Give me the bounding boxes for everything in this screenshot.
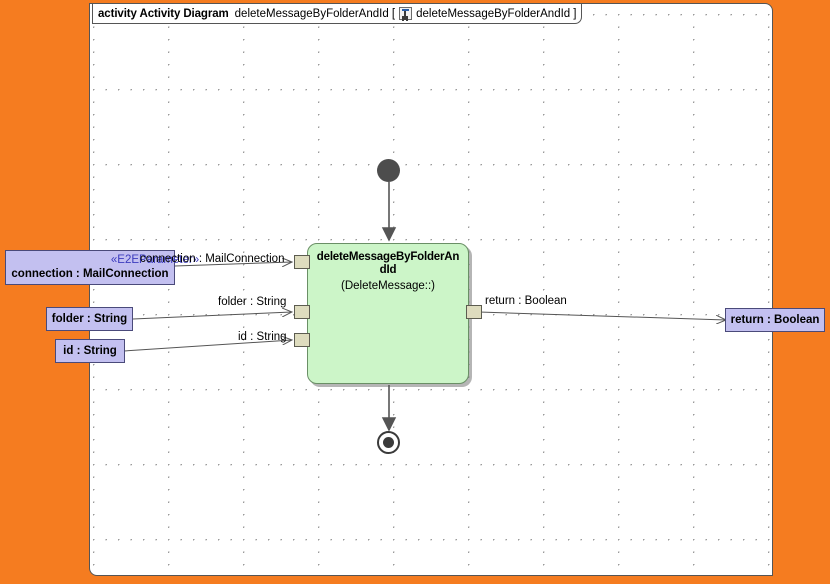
diagram-name-label: deleteMessageByFolderAndId [ xyxy=(234,7,396,20)
input-pin-folder[interactable] xyxy=(294,305,310,319)
parameter-label-folder: folder : String xyxy=(51,313,128,325)
edge-label-folder: folder : String xyxy=(218,296,287,308)
input-pin-id[interactable] xyxy=(294,333,310,347)
diagram-bracket-close: ] xyxy=(573,7,577,20)
edge-label-connection: connection : MailConnection xyxy=(140,253,285,265)
diagram-type-label: activity Activity Diagram xyxy=(98,7,229,20)
edge-label-id: id : String xyxy=(238,331,287,343)
diagram-header-tab[interactable]: activity Activity Diagram deleteMessageB… xyxy=(92,3,583,24)
activity-node-title: deleteMessageByFolderAndId xyxy=(316,251,460,276)
parameter-node-folder[interactable]: folder : String xyxy=(46,307,133,331)
activity-diagram-icon xyxy=(399,7,413,20)
activity-node-deletemessagebyfolderandid[interactable]: deleteMessageByFolderAndId (DeleteMessag… xyxy=(307,243,469,384)
initial-node[interactable] xyxy=(377,159,400,182)
edge-label-return: return : Boolean xyxy=(485,295,567,307)
parameter-label-id: id : String xyxy=(63,345,117,357)
diagram-tab-name: deleteMessageByFolderAndId xyxy=(416,7,571,20)
output-pin-return[interactable] xyxy=(466,305,482,319)
parameter-node-id[interactable]: id : String xyxy=(55,339,125,363)
parameter-node-return[interactable]: return : Boolean xyxy=(725,308,825,332)
activity-final-node-center xyxy=(383,437,394,448)
parameter-label-return: return : Boolean xyxy=(730,314,820,326)
activity-node-subtitle: (DeleteMessage::) xyxy=(341,280,435,292)
parameter-label-connection: connection : MailConnection xyxy=(11,268,169,280)
